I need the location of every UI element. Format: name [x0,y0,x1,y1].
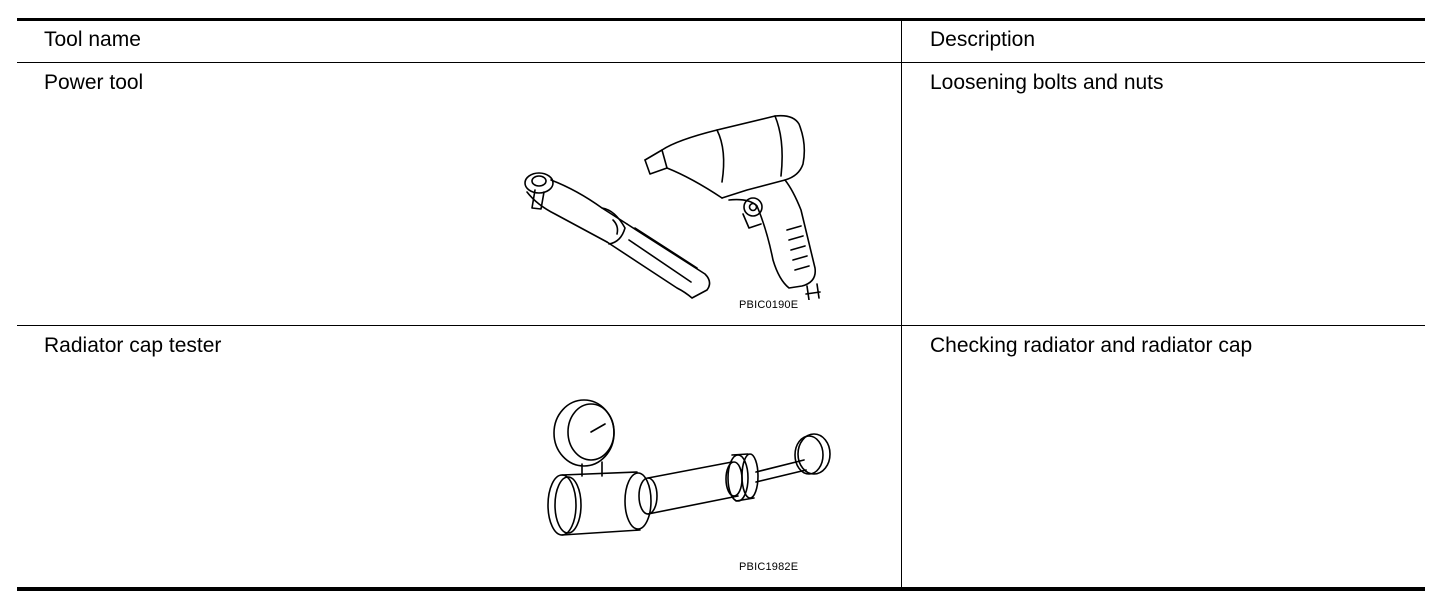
table-bottom-rule [17,587,1425,591]
figure-code-1: PBIC0190E [739,299,799,311]
column-divider [901,20,902,588]
row-divider [17,325,1425,326]
row-2-description: Checking radiator and radiator cap [930,334,1253,357]
header-tool-name: Tool name [44,28,141,51]
header-rule [17,62,1425,63]
power-tool-icon [524,114,821,300]
row-1-tool-name: Power tool [44,71,144,94]
table-top-rule [17,18,1425,21]
tools-table: Tool name Description Power tool Looseni… [17,18,1425,592]
row-2-tool-name: Radiator cap tester [44,334,222,357]
figure-code-2: PBIC1982E [739,561,799,573]
radiator-cap-tester-icon [547,399,831,536]
header-description: Description [930,28,1036,51]
row-1-description: Loosening bolts and nuts [930,71,1164,94]
